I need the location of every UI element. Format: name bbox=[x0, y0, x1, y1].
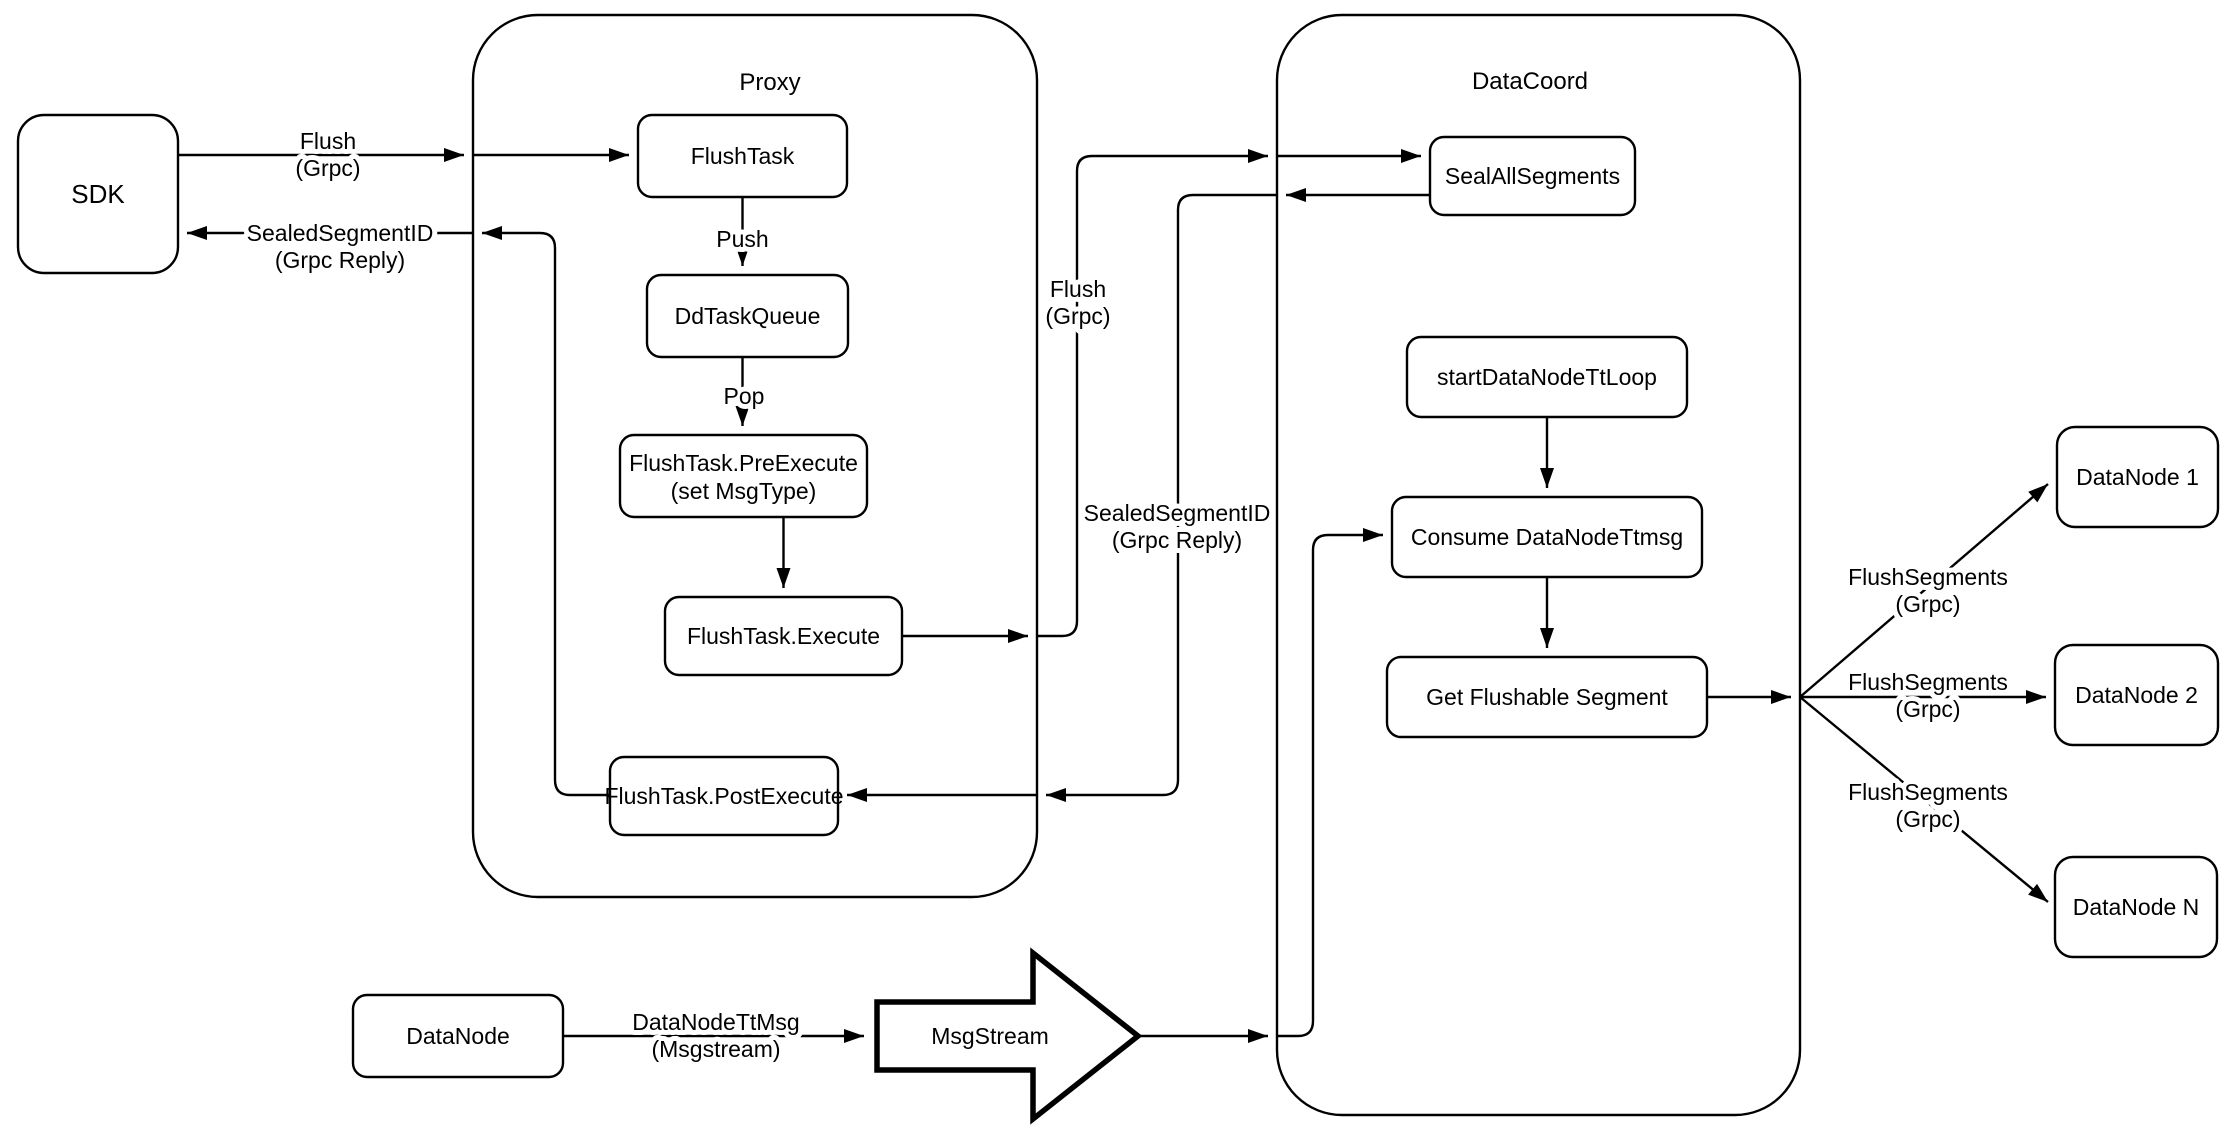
node-consumedatanodettmsg-box bbox=[1390, 495, 1704, 579]
node-sealallsegments-box bbox=[1428, 135, 1637, 217]
datacoord-container-title: DataCoord bbox=[1472, 68, 1588, 95]
node-getflushablesegment-label: Get Flushable Segment bbox=[1426, 684, 1668, 710]
label-sealed-to-proxy: SealedSegmentID bbox=[1084, 500, 1271, 526]
node-preexecute-sublabel: (set MsgType) bbox=[671, 478, 817, 504]
label-flushsegments-2: FlushSegments bbox=[1848, 669, 2008, 695]
node-ddtaskqueue-label: DdTaskQueue bbox=[675, 303, 821, 329]
label-sealed-to-proxy-sub: (Grpc Reply) bbox=[1112, 527, 1242, 553]
node-datanode2-label: DataNode 2 bbox=[2075, 682, 2198, 708]
node-preexecute-label: FlushTask.PreExecute bbox=[629, 450, 858, 476]
node-sdk-box bbox=[16, 113, 180, 275]
node-datanode1: DataNode 1 bbox=[2055, 425, 2220, 529]
edge-label-layer: Flush (Grpc) SealedSegmentID (Grpc Reply… bbox=[242, 123, 2013, 1067]
node-postexecute: FlushTask.PostExecute bbox=[604, 755, 844, 837]
node-sdk: SDK bbox=[16, 113, 180, 275]
node-postexecute-box bbox=[608, 755, 840, 837]
label-flushsegments-3-sub: (Grpc) bbox=[1895, 806, 1960, 832]
proxy-container: Proxy bbox=[471, 13, 1039, 899]
node-startdatanodettloop-box bbox=[1405, 335, 1689, 419]
node-flushtask-label: FlushTask bbox=[691, 143, 795, 169]
node-datanode2-box bbox=[2053, 643, 2220, 747]
node-msgstream-shape bbox=[874, 947, 1143, 1125]
datacoord-container: DataCoord bbox=[1275, 13, 1802, 1117]
node-postexecute-label: FlushTask.PostExecute bbox=[604, 783, 843, 809]
label-flushsegments-3: FlushSegments bbox=[1848, 779, 2008, 805]
node-datanoden-label: DataNode N bbox=[2073, 894, 2200, 920]
node-datanode1-label: DataNode 1 bbox=[2076, 464, 2199, 490]
edge-postexecute-to-proxy-edge bbox=[482, 226, 610, 797]
node-sealallsegments: SealAllSegments bbox=[1428, 135, 1637, 217]
node-consumedatanodettmsg: Consume DataNodeTtmsg bbox=[1390, 495, 1704, 579]
label-sdk-flush-sub: (Grpc) bbox=[295, 155, 360, 181]
label-sdk-flush: Flush bbox=[300, 128, 356, 154]
node-getflushablesegment: Get Flushable Segment bbox=[1385, 655, 1709, 739]
proxy-container-title: Proxy bbox=[739, 69, 800, 96]
label-flush-to-datacoord-sub: (Grpc) bbox=[1045, 303, 1110, 329]
label-flushsegments-2-sub: (Grpc) bbox=[1895, 696, 1960, 722]
node-datanoden: DataNode N bbox=[2053, 855, 2219, 959]
label-sealed-to-sdk: SealedSegmentID bbox=[247, 220, 434, 246]
node-execute: FlushTask.Execute bbox=[663, 595, 904, 677]
label-flush-to-datacoord: Flush bbox=[1050, 276, 1106, 302]
node-preexecute: FlushTask.PreExecute (set MsgType) bbox=[618, 433, 869, 519]
node-execute-box bbox=[663, 595, 904, 677]
node-datanode-bottom-label: DataNode bbox=[406, 1023, 510, 1049]
proxy-container-border bbox=[471, 13, 1039, 899]
node-datanode-bottom: DataNode bbox=[351, 993, 565, 1079]
node-msgstream-label: MsgStream bbox=[931, 1023, 1049, 1049]
node-startdatanodettloop: startDataNodeTtLoop bbox=[1405, 335, 1689, 419]
label-pop: Pop bbox=[724, 383, 765, 409]
datacoord-container-border bbox=[1275, 13, 1802, 1117]
label-sealed-to-sdk-sub: (Grpc Reply) bbox=[275, 247, 405, 273]
node-getflushablesegment-box bbox=[1385, 655, 1709, 739]
node-startdatanodettloop-label: startDataNodeTtLoop bbox=[1437, 364, 1657, 390]
node-preexecute-box bbox=[618, 433, 869, 519]
node-ddtaskqueue: DdTaskQueue bbox=[645, 273, 850, 359]
node-flushtask: FlushTask bbox=[636, 113, 849, 199]
node-sdk-label: SDK bbox=[71, 179, 125, 209]
edge-flush-to-datacoord bbox=[1037, 149, 1268, 638]
node-consumedatanodettmsg-label: Consume DataNodeTtmsg bbox=[1411, 524, 1683, 550]
label-flushsegments-1-sub: (Grpc) bbox=[1895, 591, 1960, 617]
node-datanode2: DataNode 2 bbox=[2053, 643, 2220, 747]
label-datanodettmsg-sub: (Msgstream) bbox=[651, 1036, 780, 1062]
label-flushsegments-1: FlushSegments bbox=[1848, 564, 2008, 590]
node-msgstream: MsgStream bbox=[874, 947, 1143, 1125]
node-datanoden-box bbox=[2053, 855, 2219, 959]
node-execute-label: FlushTask.Execute bbox=[687, 623, 880, 649]
node-flushtask-box bbox=[636, 113, 849, 199]
label-datanodettmsg: DataNodeTtMsg bbox=[632, 1009, 799, 1035]
node-datanode1-box bbox=[2055, 425, 2220, 529]
edge-edge-to-consume bbox=[1277, 528, 1383, 1038]
node-datanode-bottom-box bbox=[351, 993, 565, 1079]
edge-flushsegments-datanoden bbox=[1799, 696, 2049, 903]
edge-layer bbox=[178, 148, 2049, 1043]
node-sealallsegments-label: SealAllSegments bbox=[1445, 163, 1620, 189]
node-ddtaskqueue-box bbox=[645, 273, 850, 359]
label-push: Push bbox=[716, 226, 768, 252]
edge-sealedsegmentid-to-proxy bbox=[1046, 193, 1277, 802]
edge-flushsegments-datanode1 bbox=[1799, 483, 2049, 698]
